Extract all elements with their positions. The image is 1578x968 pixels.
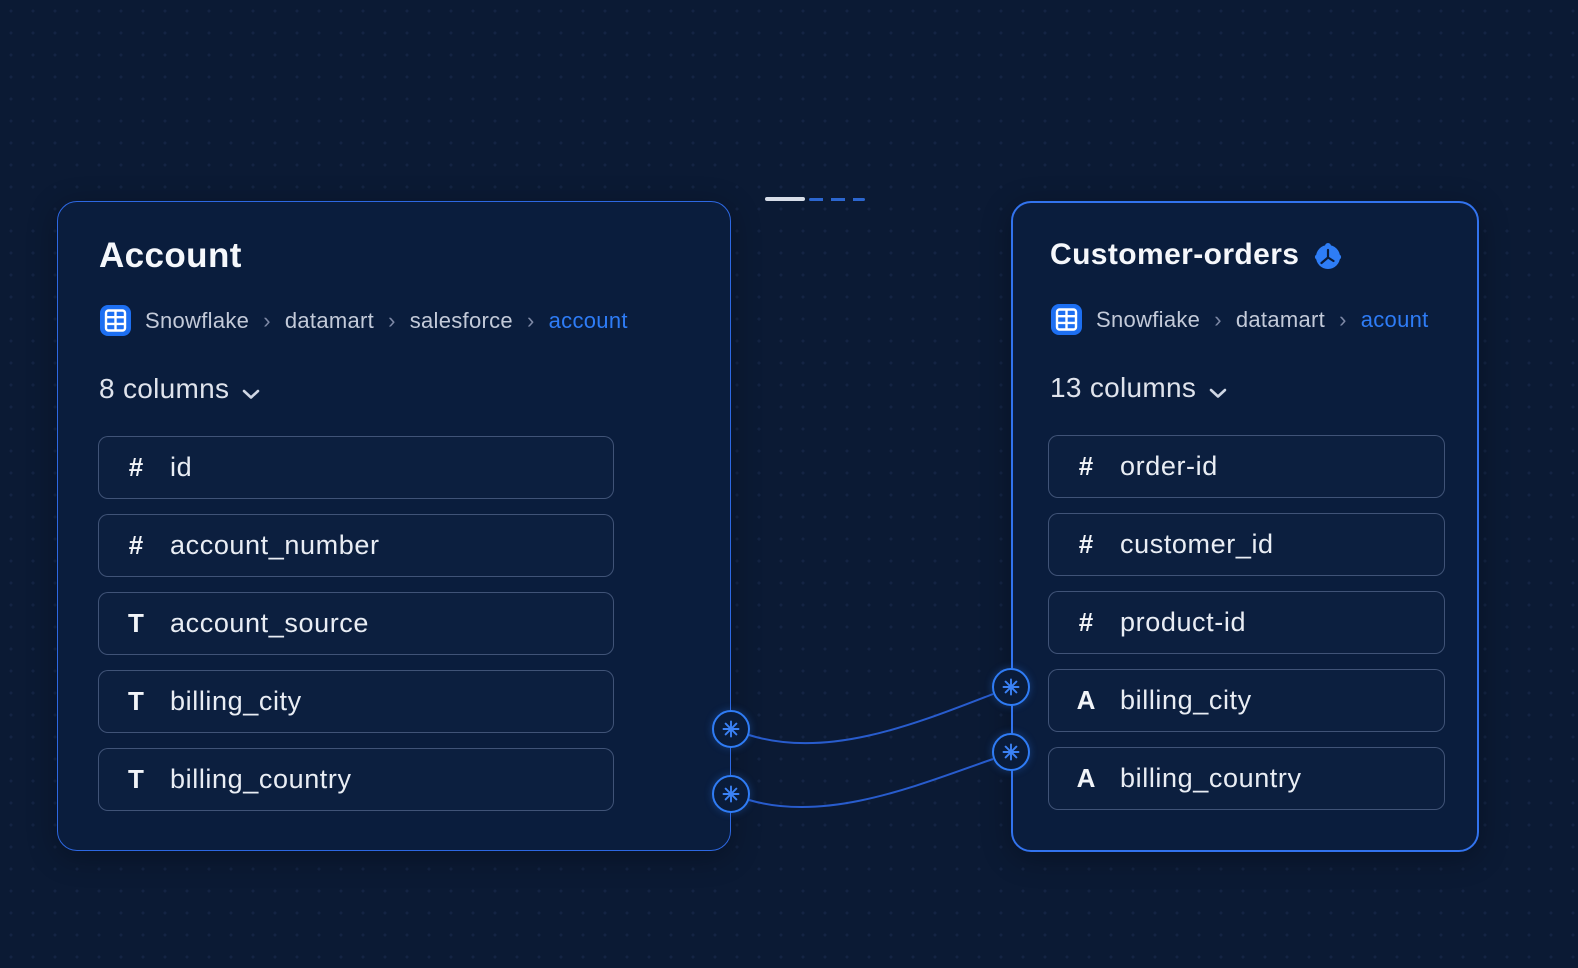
number-type-icon: #	[128, 452, 144, 482]
column-row-account-number[interactable]: # account_number	[98, 514, 614, 577]
lineage-connector-node-account-billing-city[interactable]	[712, 710, 750, 748]
column-name: order-id	[1120, 451, 1218, 481]
column-name: billing_country	[1120, 763, 1302, 793]
breadcrumb-customer-orders: Snowfiake › datamart › acount	[1050, 303, 1477, 336]
column-row-billing-country[interactable]: A billing_country	[1048, 747, 1445, 810]
string-type-icon: A	[1076, 763, 1096, 793]
breadcrumb-item-current[interactable]: acount	[1360, 306, 1429, 332]
dash-segment	[765, 197, 805, 201]
table-title-text: Customer-orders	[1050, 238, 1300, 271]
breadcrumb-separator: ›	[388, 307, 396, 333]
data-product-icon	[1313, 241, 1343, 271]
string-type-icon: A	[1076, 685, 1096, 715]
column-name: billing_city	[1120, 685, 1252, 715]
table-card-customer-orders[interactable]: Customer-orders	[1011, 201, 1479, 852]
text-type-icon: T	[128, 608, 144, 638]
column-name: product-id	[1120, 607, 1247, 637]
breadcrumb-item[interactable]: Snowflake	[145, 307, 250, 333]
table-title-account: Account	[99, 235, 730, 277]
column-row-billing-country[interactable]: T billing_country	[98, 748, 614, 811]
transform-asterisk-icon	[1002, 743, 1020, 761]
column-name: account_number	[170, 530, 380, 560]
transform-asterisk-icon	[1002, 678, 1020, 696]
columns-toggle-customer-orders[interactable]: 13 columns	[1050, 370, 1228, 406]
column-list-account: # id # account_number T account_source T…	[98, 436, 730, 811]
breadcrumb-item-current[interactable]: account	[548, 307, 628, 333]
columns-toggle-account[interactable]: 8 columns	[99, 371, 261, 407]
table-title-customer-orders: Customer-orders	[1050, 234, 1477, 276]
text-type-icon: T	[128, 686, 144, 716]
breadcrumb-item[interactable]: datamart	[284, 307, 375, 333]
column-row-customer-id[interactable]: # customer_id	[1048, 513, 1445, 576]
column-row-billing-city[interactable]: A billing_city	[1048, 669, 1445, 732]
column-row-order-id[interactable]: # order-id	[1048, 435, 1445, 498]
columns-count-label: 13 columns	[1050, 372, 1197, 403]
lineage-connection-line-billing-country	[748, 758, 994, 809]
lineage-connector-node-account-billing-country[interactable]	[712, 775, 750, 813]
column-row-account-source[interactable]: T account_source	[98, 592, 614, 655]
column-row-billing-city[interactable]: T billing_city	[98, 670, 614, 733]
dashed-connection-hint	[765, 197, 865, 202]
lineage-connection-line-billing-city	[748, 693, 994, 745]
breadcrumb-item[interactable]: Snowfiake	[1096, 306, 1201, 332]
breadcrumb-item[interactable]: salesforce	[409, 307, 513, 333]
table-icon	[99, 304, 132, 337]
column-row-product-id[interactable]: # product-id	[1048, 591, 1445, 654]
column-name: billing_city	[170, 686, 302, 716]
breadcrumb-separator: ›	[1214, 306, 1222, 332]
text-type-icon: T	[128, 764, 144, 794]
number-type-icon: #	[1078, 529, 1094, 559]
column-name: customer_id	[1120, 529, 1274, 559]
column-row-id[interactable]: # id	[98, 436, 614, 499]
column-name: account_source	[170, 608, 370, 638]
transform-asterisk-icon	[722, 720, 740, 738]
breadcrumb-item[interactable]: datamart	[1235, 306, 1326, 332]
column-name: id	[170, 452, 193, 482]
breadcrumb-separator: ›	[263, 307, 271, 333]
chevron-down-icon	[1208, 374, 1228, 406]
columns-count-label: 8 columns	[99, 373, 230, 404]
table-icon	[1050, 303, 1083, 336]
breadcrumb-account: Snowflake › datamart › salesforce › acco…	[99, 304, 730, 337]
lineage-connector-node-orders-billing-city[interactable]	[992, 668, 1030, 706]
dash-segments	[809, 198, 865, 201]
breadcrumb-separator: ›	[526, 307, 535, 333]
column-list-customer-orders: # order-id # customer_id # product-id A …	[1048, 435, 1477, 810]
table-title-text: Account	[99, 236, 242, 275]
number-type-icon: #	[1078, 607, 1094, 637]
column-name: billing_country	[170, 764, 352, 794]
lineage-connector-node-orders-billing-country[interactable]	[992, 733, 1030, 771]
number-type-icon: #	[128, 530, 144, 560]
breadcrumb-separator: ›	[1339, 306, 1347, 332]
chevron-down-icon	[241, 375, 261, 407]
table-card-account[interactable]: Account Snowflake › datamart › salesforc…	[57, 201, 731, 851]
number-type-icon: #	[1078, 451, 1094, 481]
transform-asterisk-icon	[722, 785, 740, 803]
